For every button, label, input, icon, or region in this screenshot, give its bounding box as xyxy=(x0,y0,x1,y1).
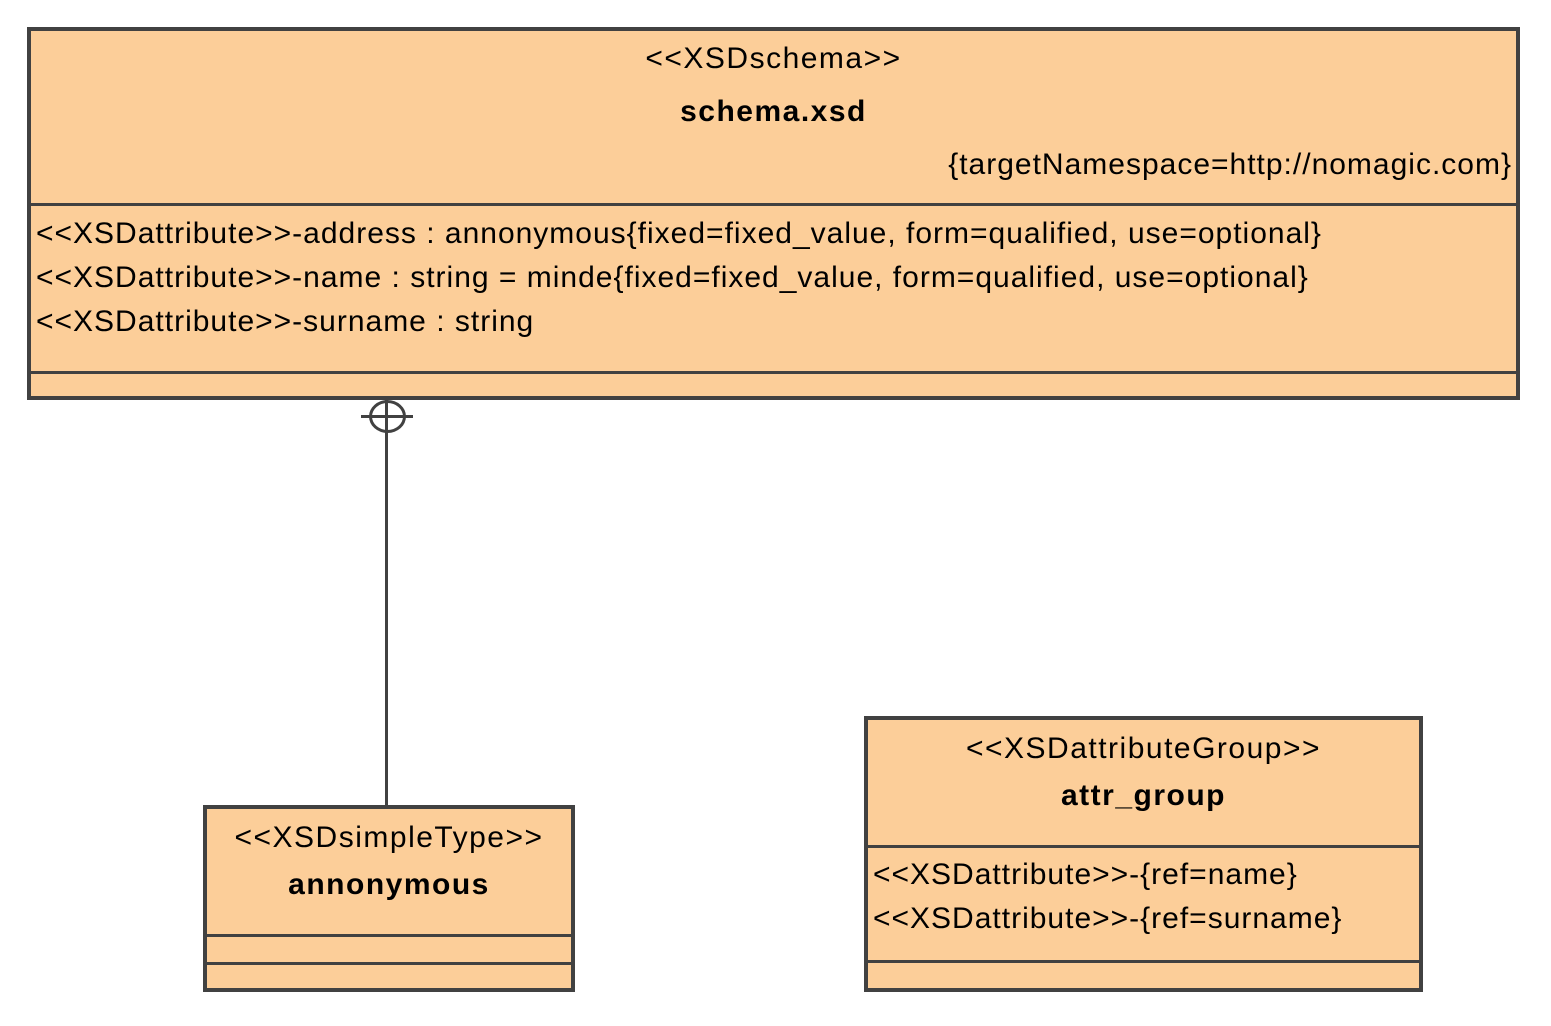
class-header-schema: <<XSDschema>> schema.xsd {targetNamespac… xyxy=(31,31,1516,203)
class-name-label: attr_group xyxy=(1061,779,1226,812)
attributes-compartment: <<XSDattribute>>-{ref=name} <<XSDattribu… xyxy=(868,845,1419,960)
attributes-compartment: <<XSDattribute>>-address : annonymous{fi… xyxy=(31,203,1516,371)
attribute-row[interactable]: <<XSDattribute>>-{ref=name} xyxy=(873,858,1298,891)
attributes-compartment xyxy=(207,934,571,962)
class-header-attr-group: <<XSDattributeGroup>> attr_group xyxy=(868,720,1419,845)
stereotype-label: <<XSDattributeGroup>> xyxy=(965,732,1322,765)
stereotype-label: <<XSDschema>> xyxy=(645,42,902,75)
class-node-schema-xsd[interactable]: <<XSDschema>> schema.xsd {targetNamespac… xyxy=(27,27,1520,400)
operations-compartment xyxy=(207,962,571,988)
containment-connector-line[interactable] xyxy=(385,400,388,805)
attribute-row[interactable]: <<XSDattribute>>-name : string = minde{f… xyxy=(36,261,1309,294)
attribute-row[interactable]: <<XSDattribute>>-address : annonymous{fi… xyxy=(36,217,1322,250)
class-node-annonymous[interactable]: <<XSDsimpleType>> annonymous xyxy=(203,805,575,992)
operations-compartment xyxy=(31,371,1516,396)
attribute-row[interactable]: <<XSDattribute>>-surname : string xyxy=(36,305,535,338)
tagged-value-label: {targetNamespace=http://nomagic.com} xyxy=(948,148,1512,181)
stereotype-label: <<XSDsimpleType>> xyxy=(234,821,544,854)
class-header-annonymous: <<XSDsimpleType>> annonymous xyxy=(207,809,571,934)
attribute-row[interactable]: <<XSDattribute>>-{ref=surname} xyxy=(873,902,1343,935)
class-name-label: schema.xsd xyxy=(680,95,867,128)
containment-icon-vbar xyxy=(385,402,388,432)
class-node-attr-group[interactable]: <<XSDattributeGroup>> attr_group <<XSDat… xyxy=(864,716,1423,992)
operations-compartment xyxy=(868,960,1419,988)
class-name-label: annonymous xyxy=(288,868,490,901)
